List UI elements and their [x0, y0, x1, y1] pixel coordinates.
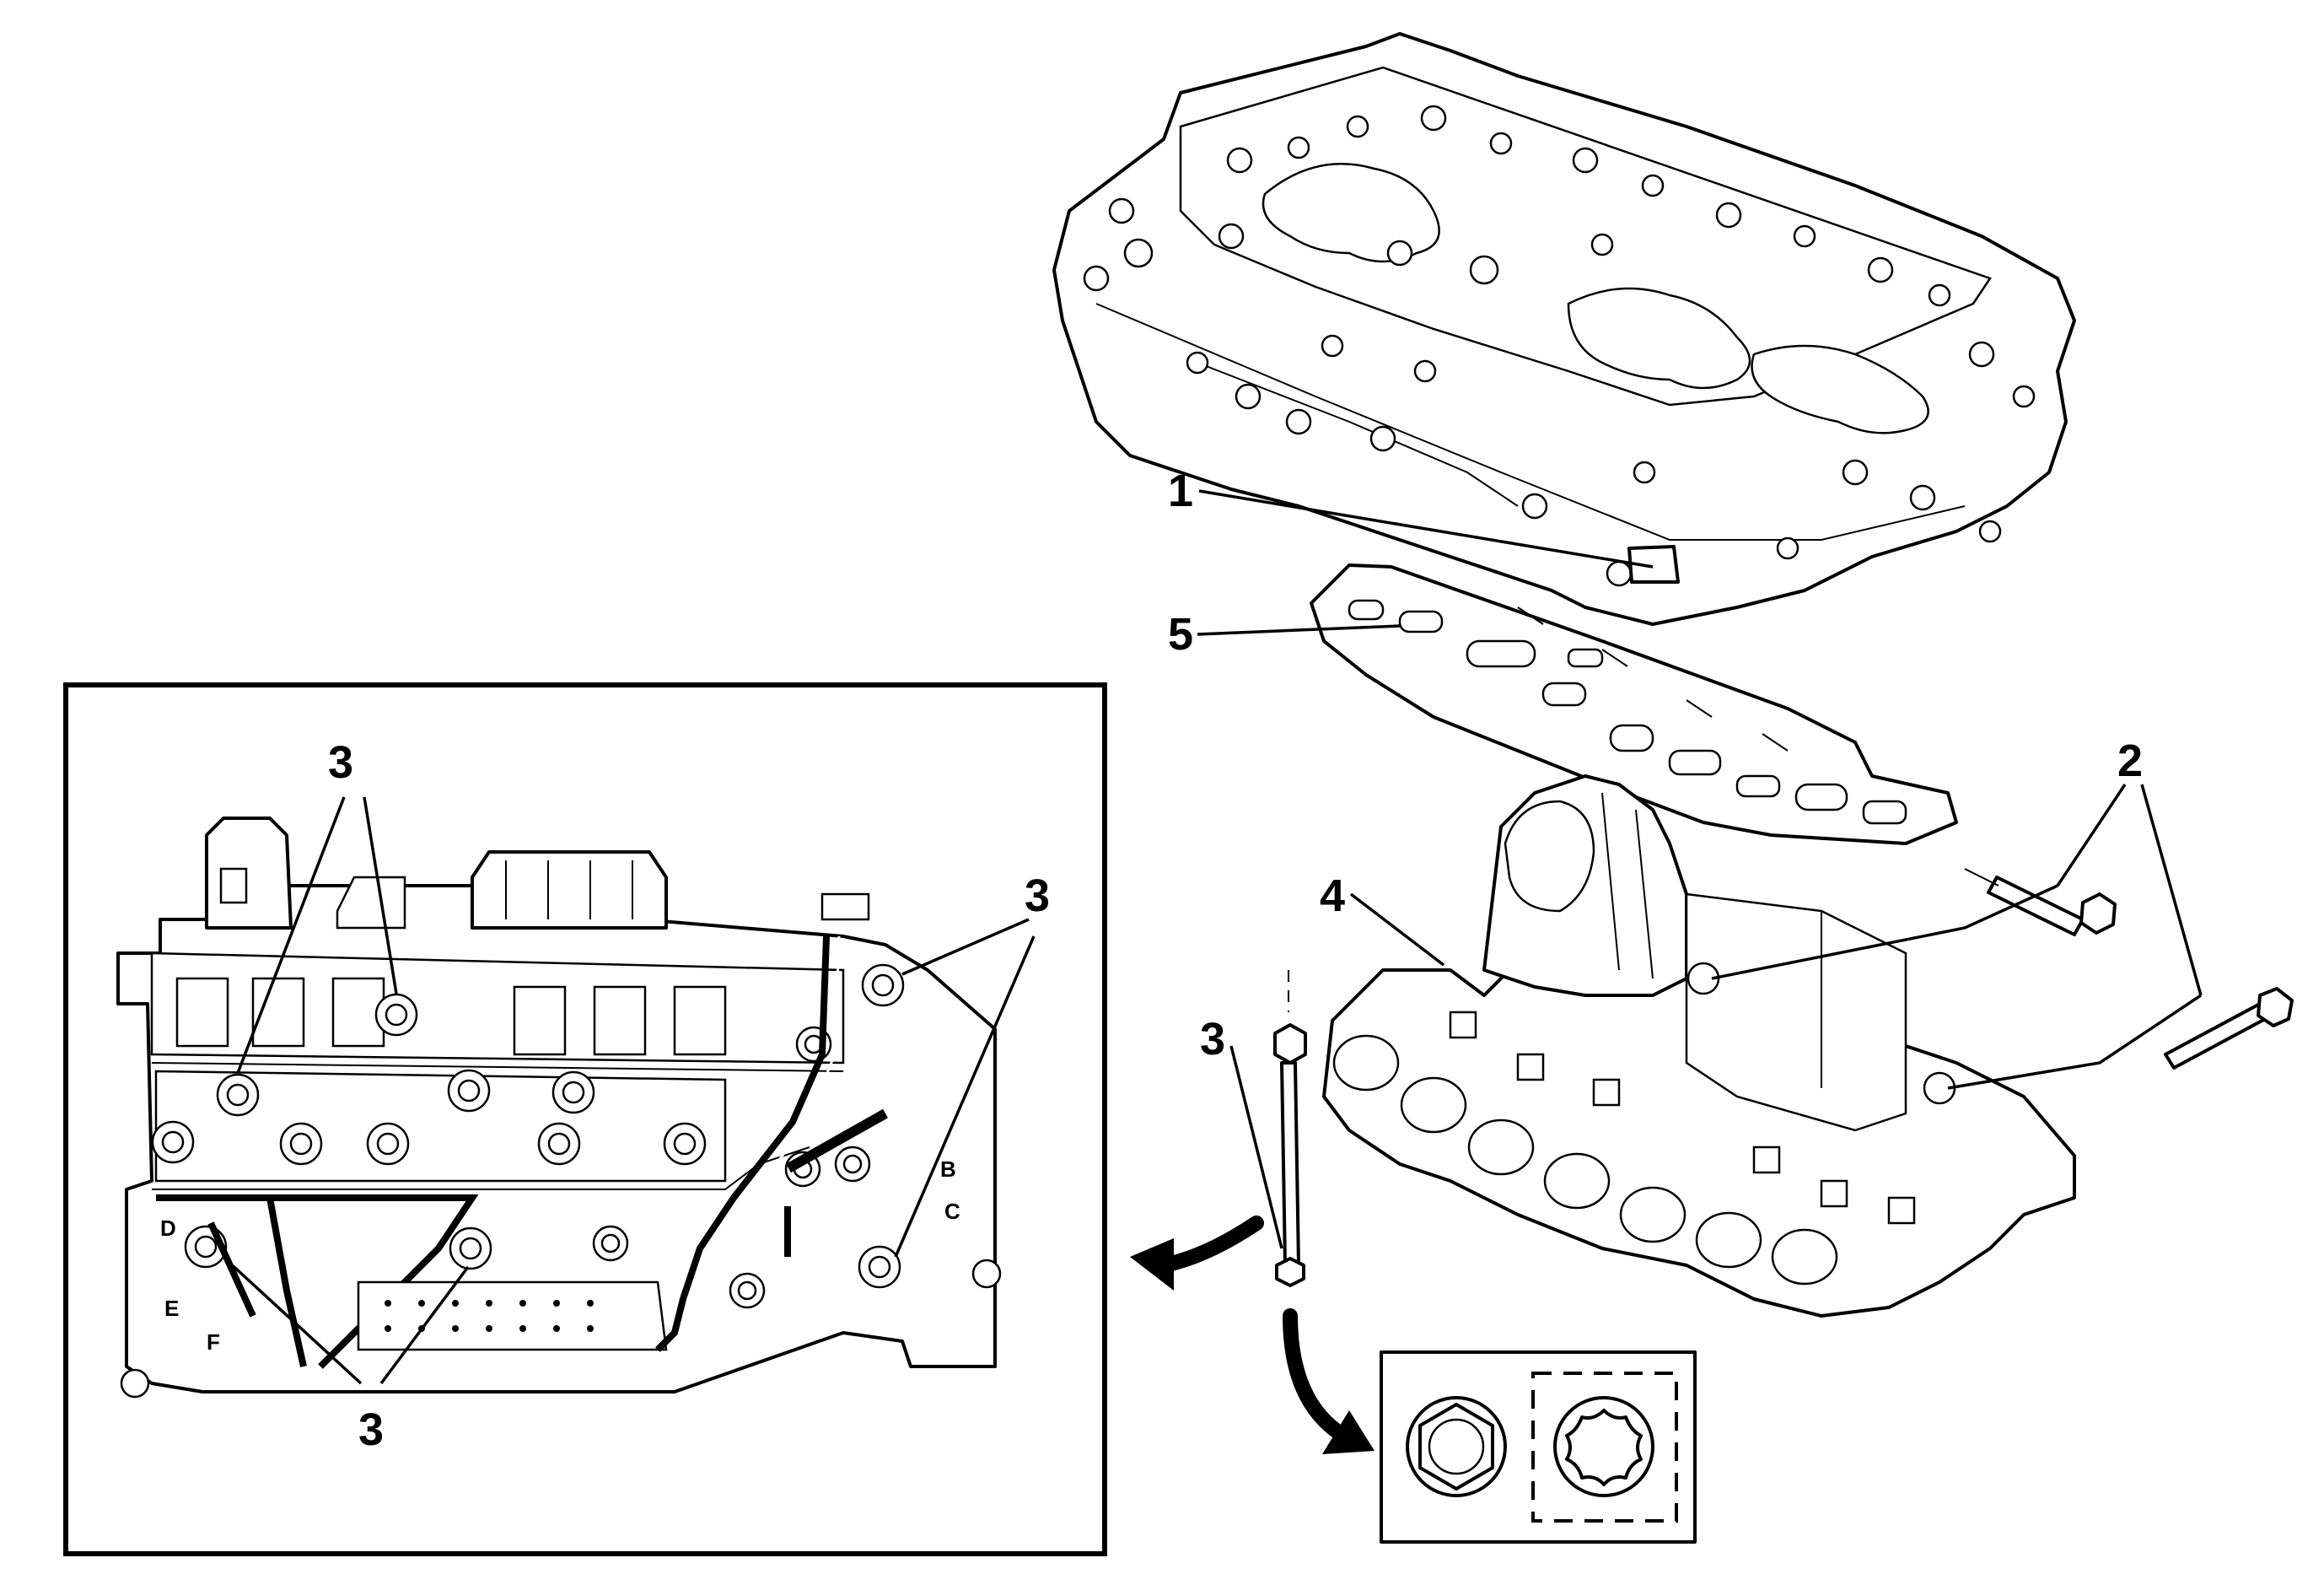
inset-callout-3-top: 3 — [328, 737, 353, 788]
inset-letter-b: B — [940, 1156, 956, 1182]
callout-5: 5 — [1168, 609, 1193, 660]
hex-head-view — [1406, 1396, 1507, 1497]
bolt-long-lower — [2164, 987, 2294, 1070]
callout-2: 2 — [2117, 736, 2143, 786]
arrow-to-heads — [1283, 1308, 1374, 1454]
callout-leaders — [1197, 489, 2203, 1249]
bolt-long-upper — [1964, 868, 2117, 936]
bolt-3-vertical — [1273, 970, 1307, 1287]
inset-callout-3-bottom: 3 — [358, 1404, 384, 1455]
callout-3: 3 — [1200, 1014, 1225, 1065]
inset-letter-f: F — [207, 1329, 220, 1355]
callout-4: 4 — [1320, 871, 1345, 921]
inset-letter-d: D — [160, 1216, 176, 1241]
inset-letter-e: E — [164, 1296, 179, 1321]
inset-bolts — [120, 963, 1002, 1399]
inset-letter-c: C — [944, 1199, 960, 1224]
inset-callout-3-right: 3 — [1025, 871, 1050, 921]
upper-valve-body — [1052, 32, 2076, 626]
spacer-plate — [1310, 563, 1958, 845]
arrow-to-inset — [1130, 1216, 1264, 1291]
bolt-head-detail — [1380, 1350, 1697, 1544]
inset-panel: B C D E F 3 3 3 — [63, 682, 1107, 1556]
callout-1: 1 — [1168, 466, 1193, 516]
torx-head-view — [1553, 1396, 1654, 1497]
control-solenoid-assembly — [1322, 774, 2076, 1318]
